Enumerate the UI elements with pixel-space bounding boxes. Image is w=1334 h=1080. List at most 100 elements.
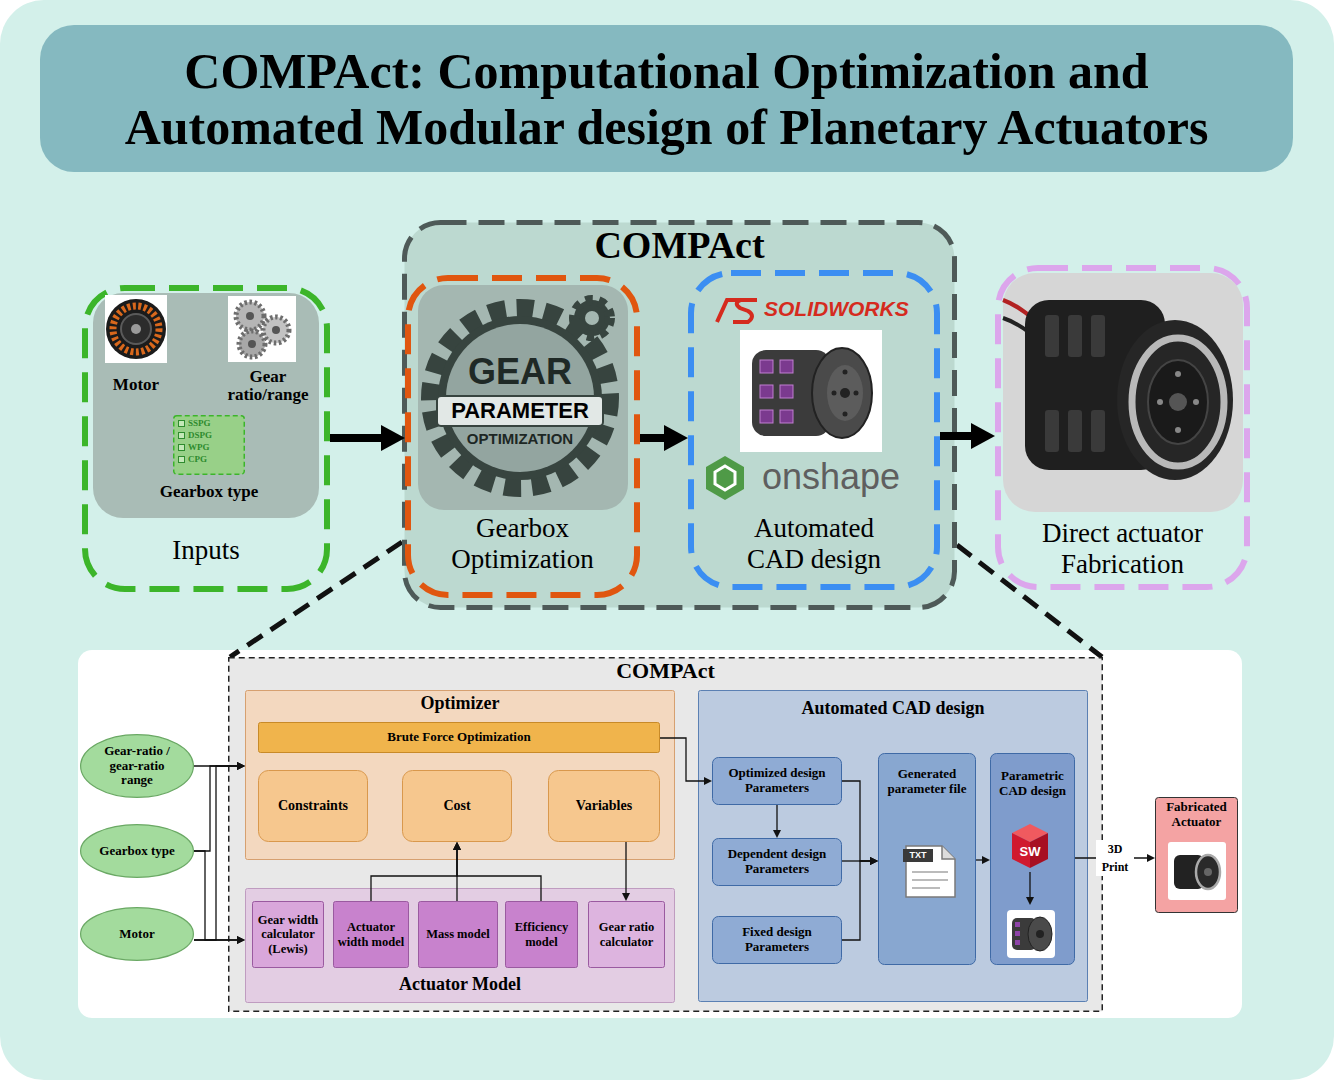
fabricated-actuator-photo xyxy=(1003,273,1243,512)
actuator-render xyxy=(760,410,773,423)
input-ellipse: Gearbox type xyxy=(80,824,194,878)
box-shape xyxy=(1156,798,1238,913)
text-slot: Variables xyxy=(576,798,632,814)
fabricated-actuator-photo xyxy=(1045,315,1059,357)
label-slot: SOLIDWORKS xyxy=(764,297,909,321)
text-slot: Optimizer xyxy=(245,693,675,714)
part-label: TXT xyxy=(903,849,933,862)
box-shape xyxy=(506,902,578,968)
box-shape xyxy=(259,723,660,753)
node-text: Motor xyxy=(119,927,154,942)
text-slot: Optimized design Parameters xyxy=(716,766,838,796)
box-shape xyxy=(549,771,660,842)
parameter-box: Dependent design Parameters xyxy=(712,838,842,886)
text-slot: Gear ratio calculator xyxy=(591,920,662,949)
box-shape xyxy=(419,902,498,968)
parameter-box: Fixed design Parameters xyxy=(712,916,842,964)
label-slot: GEAR xyxy=(370,352,670,392)
flow-arrow xyxy=(194,939,237,940)
actuator-render xyxy=(840,388,850,398)
part-label: onshape xyxy=(762,456,900,497)
gear-set-photo xyxy=(263,317,289,343)
fabricated-actuator-photo xyxy=(1132,338,1224,466)
model-box: Efficiency model xyxy=(505,901,578,968)
actuator-render xyxy=(760,360,773,373)
model-box: Gear ratio calculator xyxy=(588,901,665,968)
box-shape xyxy=(259,771,368,842)
node-text: Optimizer xyxy=(245,693,675,714)
text-slot: Parametric CAD design xyxy=(990,769,1075,799)
node-text: Fabricated Actuator xyxy=(1158,800,1235,830)
actuator-render-small xyxy=(1007,910,1055,958)
text-slot: Fabricated Actuator xyxy=(1155,800,1238,830)
motor-photo xyxy=(106,299,166,359)
text-slot: Inputs xyxy=(82,535,330,566)
gear-set-photo xyxy=(248,340,256,348)
fabricated-actuator-photo xyxy=(1148,360,1208,444)
actuator-render xyxy=(740,330,882,452)
fabricated-actuator-photo xyxy=(1157,399,1163,405)
text-slot: Gearbox type xyxy=(133,482,285,502)
motor-photo xyxy=(105,295,167,363)
ellipse-shape xyxy=(81,825,194,878)
fabricated-actuator-photo xyxy=(1091,410,1105,452)
actuator-render xyxy=(780,360,793,373)
node-text: COMPAct xyxy=(228,658,1103,683)
fabricated-actuator-thumbnail xyxy=(1204,868,1212,876)
flow-arrow xyxy=(660,738,704,781)
node-text: Actuator Model xyxy=(245,974,675,995)
box-shape xyxy=(713,839,842,886)
diagram-title: COMPAct: Computational Optimization and … xyxy=(92,43,1242,155)
box-shape xyxy=(998,268,1247,587)
text-slot: DSPG xyxy=(188,430,245,441)
gear-set-photo xyxy=(228,296,296,362)
node-text: Dependent design Parameters xyxy=(716,847,838,877)
text-slot: Generated parameter file xyxy=(878,767,976,797)
part-label: SOLIDWORKS xyxy=(764,297,909,321)
box-shape xyxy=(713,917,842,964)
node-text: Gear-ratio / gear-ratio range xyxy=(94,744,180,789)
text-slot: Mass model xyxy=(426,927,490,941)
zoom-leader-line xyxy=(230,542,402,657)
node-text: Fixed design Parameters xyxy=(716,925,838,955)
stage-arrow xyxy=(640,434,664,442)
gear-set-photo xyxy=(272,326,280,334)
node-text: Inputs xyxy=(82,535,330,566)
node-text: Parametric CAD design xyxy=(996,769,1069,799)
text-file-icon xyxy=(912,872,948,888)
label-slot: SW xyxy=(880,845,1180,860)
box-shape xyxy=(229,658,1103,1012)
text-slot: WPG xyxy=(188,442,245,453)
text-slot: Automated CAD design xyxy=(688,513,940,575)
model-box: Actuator width model xyxy=(333,901,409,968)
actuator-render-small xyxy=(1015,922,1020,927)
optimizer-panel: OptimizerBrute Force OptimizationConstra… xyxy=(245,690,675,860)
input-ellipse: Motor xyxy=(80,907,194,961)
text-slot: Gearbox Optimization xyxy=(405,513,640,575)
node-text: CPG xyxy=(188,454,245,465)
node-text: COMPAct xyxy=(402,224,957,268)
actuator-render xyxy=(780,385,793,398)
flow-arrow xyxy=(1026,872,1034,905)
fabricated-actuator-photo xyxy=(1068,410,1082,452)
box-shape xyxy=(246,889,675,1003)
process-box: Cost xyxy=(402,770,512,842)
node-text: Brute Force Optimization xyxy=(387,730,530,745)
flow-arrow xyxy=(371,850,457,901)
node-text: Gearbox type xyxy=(99,844,174,859)
node-text: Actuator width model xyxy=(336,920,406,949)
node-text: Gearbox Optimization xyxy=(423,513,622,575)
text-slot: Brute Force Optimization xyxy=(387,730,530,745)
part-label: PARAMETER xyxy=(370,398,670,424)
actuator-render xyxy=(854,391,859,396)
node-text: Generated parameter file xyxy=(882,767,972,797)
motor-photo xyxy=(131,324,141,334)
part-label: SW xyxy=(880,845,1180,860)
actuator-render xyxy=(827,365,863,421)
fabricated-actuator-thumbnail xyxy=(1196,855,1220,889)
fabricated-actuator-photo xyxy=(1003,273,1243,512)
text-file-icon xyxy=(942,846,955,859)
detail-panel xyxy=(78,650,1242,1018)
box-shape xyxy=(713,758,842,805)
